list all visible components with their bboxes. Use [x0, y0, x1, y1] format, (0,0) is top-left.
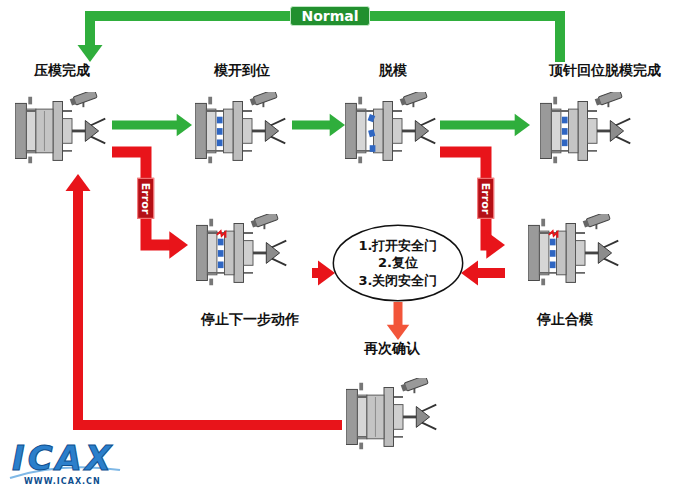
- arrow-head: [66, 174, 91, 191]
- state-caption: 再次确认: [364, 340, 420, 358]
- arrow-shaft: [312, 268, 319, 278]
- watermark-text: ICAX: [12, 440, 114, 477]
- arrow-head: [461, 261, 478, 286]
- flow-arrow: [440, 114, 530, 137]
- state-node: 停止合模: [505, 210, 625, 328]
- state-caption: 压模完成: [34, 62, 90, 80]
- edge-label: Error: [477, 177, 494, 218]
- text-group: 模开到位: [214, 62, 270, 80]
- flow-arrow: [112, 152, 188, 259]
- flow-arrow: [387, 302, 410, 340]
- arrow-shaft: [112, 121, 178, 130]
- arrow-head: [387, 325, 410, 340]
- text-group: 1.打开安全门2.复位3.关闭安全门: [359, 237, 438, 290]
- state-caption: 模开到位: [214, 62, 270, 80]
- step-text: 2.复位: [378, 254, 418, 272]
- flow-arrow: [312, 261, 335, 286]
- text-group: 再次确认: [364, 340, 420, 358]
- step-text: 1.打开安全门: [359, 237, 438, 255]
- arrow-head: [177, 114, 192, 137]
- state-caption: 停止合模: [537, 311, 593, 329]
- arrow-head: [78, 45, 103, 62]
- state-node: 模开到位: [192, 62, 292, 174]
- text-group: 压模完成: [34, 62, 90, 80]
- text-group: 顶针回位脱模完成: [549, 62, 661, 80]
- flow-arrow: [292, 114, 345, 137]
- flow-arrow: [66, 174, 343, 425]
- step-text: 3.关闭安全门: [359, 272, 438, 290]
- state-node: 脱模: [345, 62, 440, 174]
- state-caption: 脱模: [379, 62, 407, 80]
- state-node: 再次确认: [342, 340, 442, 462]
- arrow-head: [515, 114, 530, 137]
- arrow-head: [169, 231, 188, 259]
- flow-arrow: [461, 261, 505, 286]
- arrow-shaft: [477, 268, 505, 278]
- step-ellipse: 1.打开安全门2.复位3.关闭安全门: [332, 224, 464, 302]
- arrow-shaft: [112, 152, 170, 245]
- text-group: 停止合模: [537, 311, 593, 329]
- flow-arrow: [112, 114, 192, 137]
- state-node: 顶针回位脱模完成: [530, 62, 680, 174]
- arrow-shaft: [292, 121, 331, 130]
- text-group: 停止下一步动作: [201, 311, 299, 329]
- text-group: 脱模: [379, 62, 407, 80]
- arrow-head: [486, 231, 505, 259]
- arrow-shaft: [440, 121, 516, 130]
- edge-label: Normal: [290, 6, 369, 26]
- arrow-head: [330, 114, 345, 137]
- state-node: 压模完成: [12, 62, 112, 174]
- watermark-text: WWW.ICAX.CN: [24, 478, 101, 487]
- state-node: 停止下一步动作: [188, 210, 312, 328]
- state-caption: 顶针回位脱模完成: [549, 62, 661, 80]
- arrow-shaft: [78, 190, 342, 425]
- arrow-shaft: [394, 302, 403, 326]
- arrow-head: [318, 261, 335, 286]
- state-caption: 停止下一步动作: [201, 311, 299, 329]
- edge-label: Error: [137, 177, 154, 218]
